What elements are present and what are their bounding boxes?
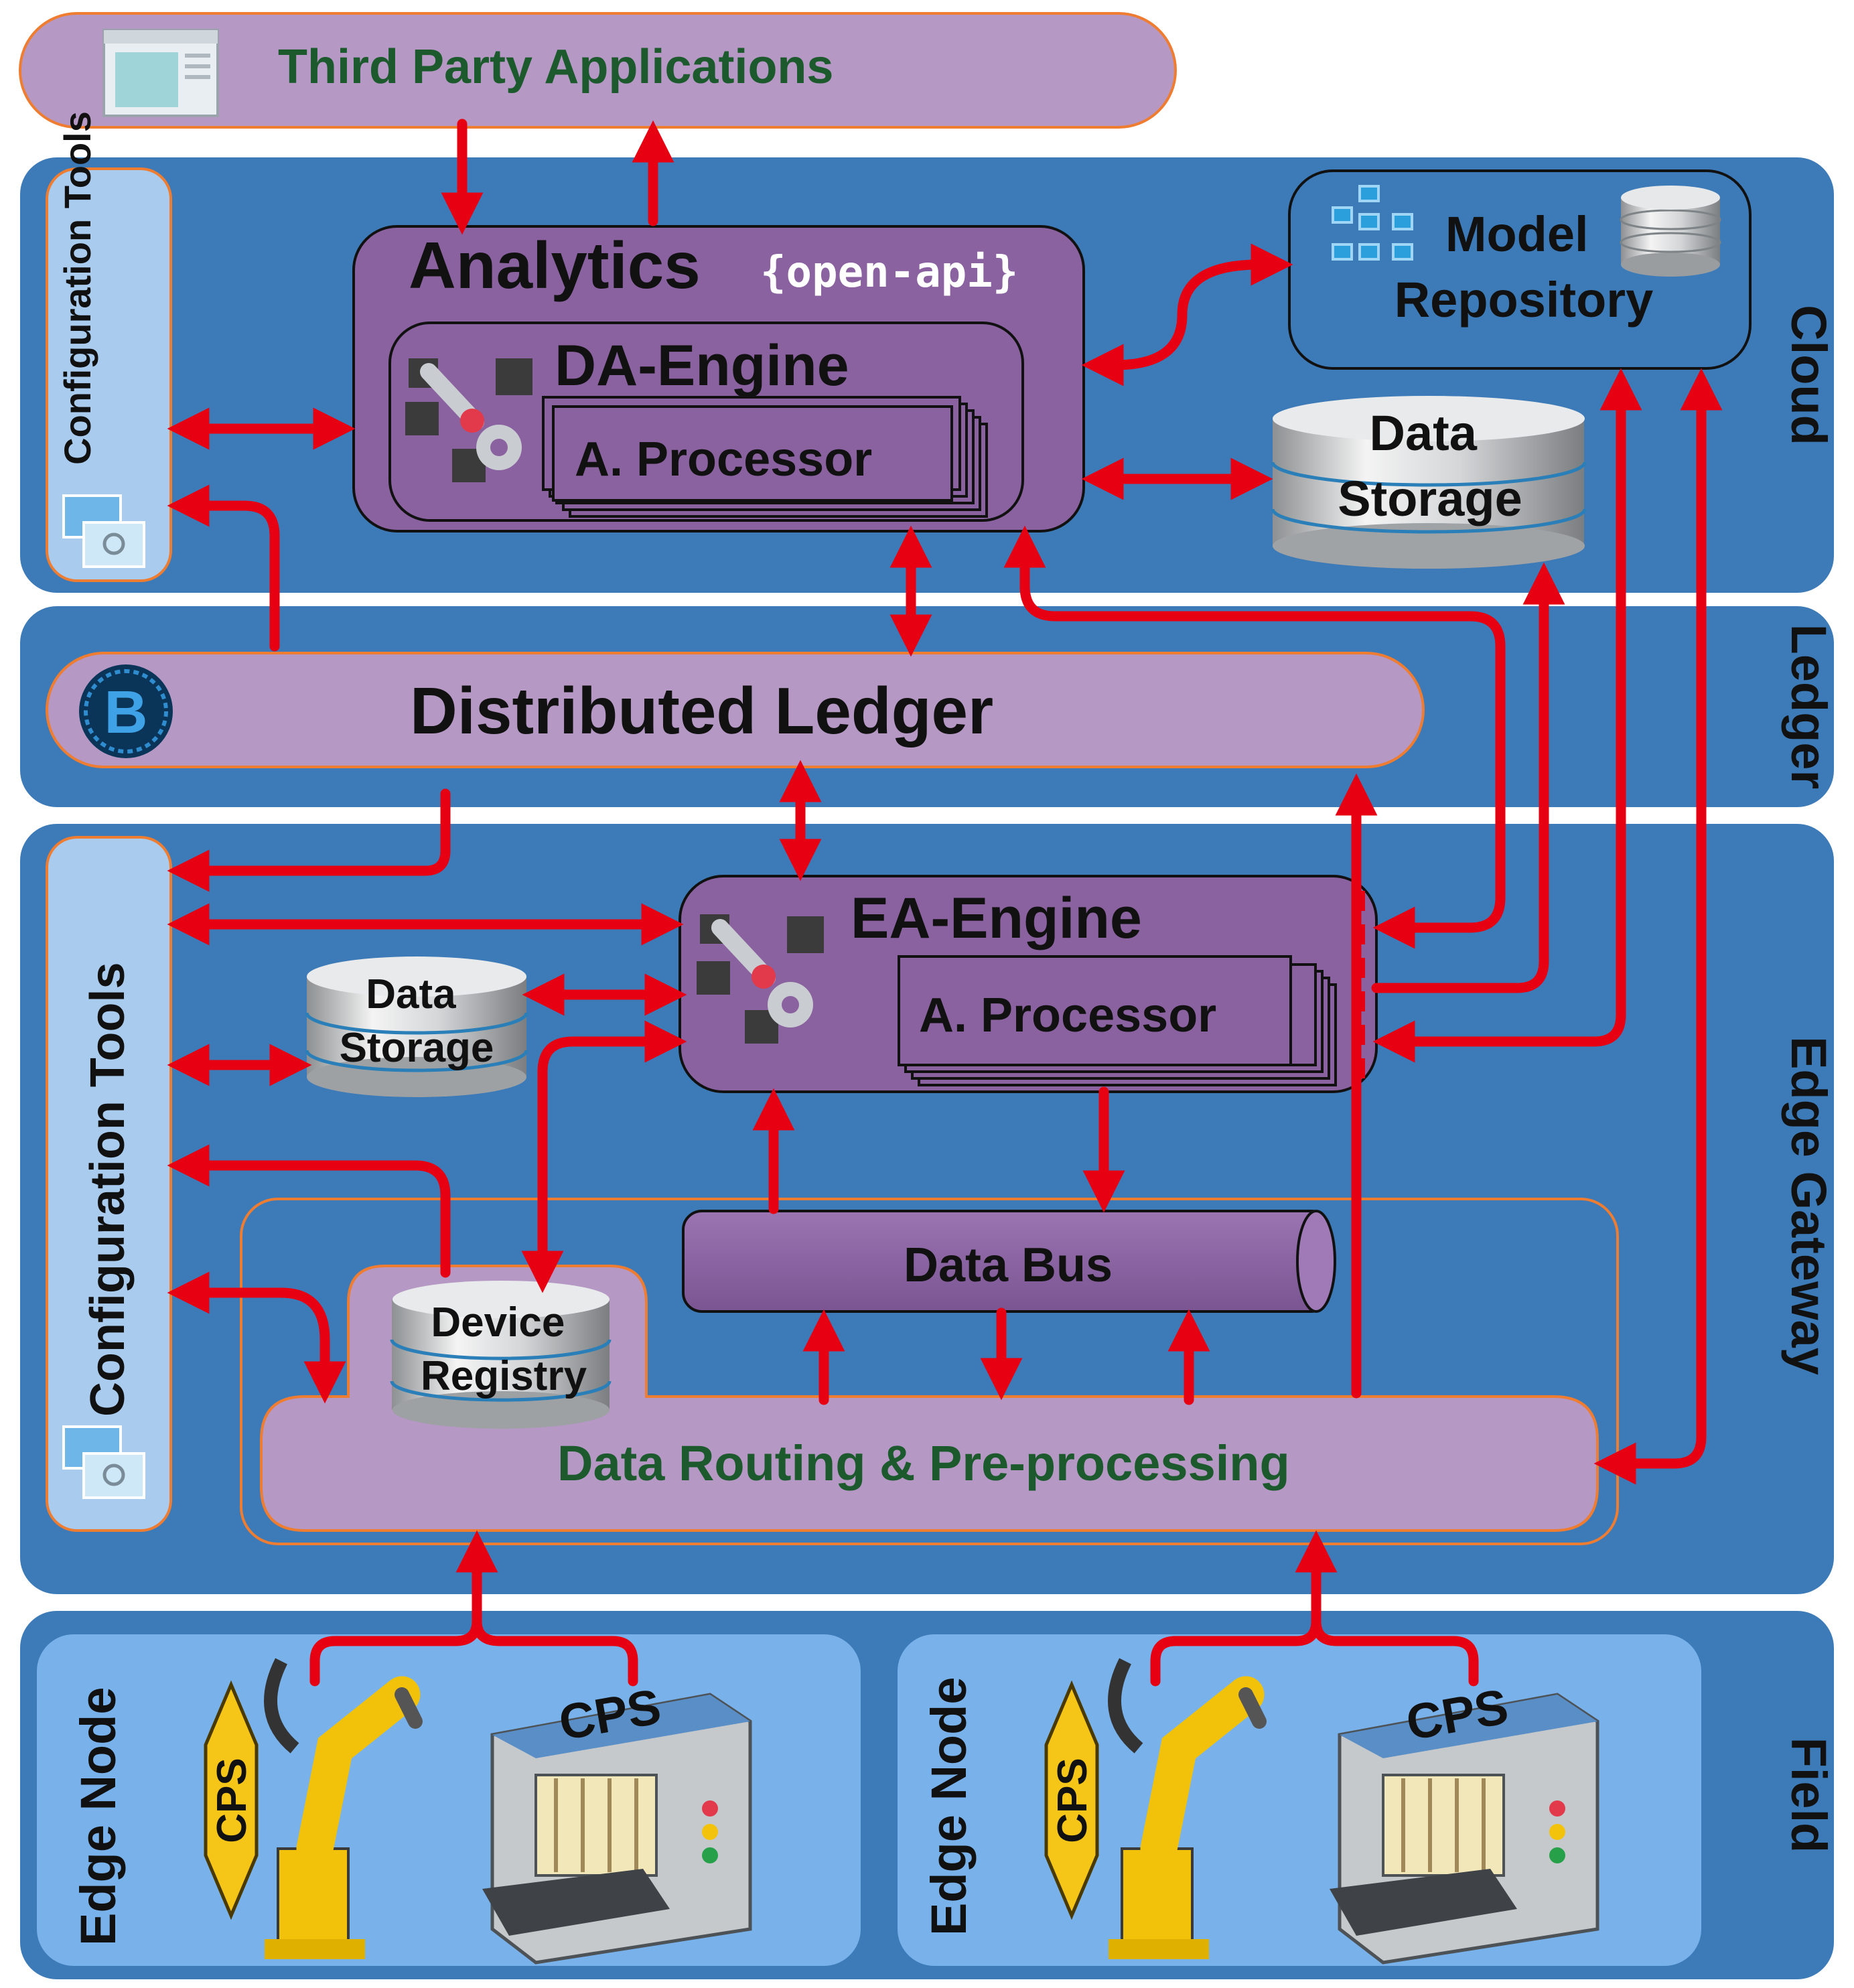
routing-label: Data Routing & Pre-processing xyxy=(557,1435,1290,1491)
robot-cps-tag-2: CPS xyxy=(1050,1758,1096,1843)
ea-engine-gear-icon xyxy=(697,914,824,1044)
ea-processor-stack: A. Processor xyxy=(898,955,1337,1086)
edge-config-tools-label: Configuration Tools xyxy=(81,962,135,1417)
model-repository-label: Model Repository xyxy=(1395,206,1654,328)
edge-config-window-icon xyxy=(62,1425,145,1499)
ea-engine-label: EA-Engine xyxy=(851,886,1142,950)
cloud-config-tools-label: Configuration Tools xyxy=(56,111,98,465)
model-repository[interactable]: Model Repository xyxy=(1288,169,1752,370)
third-party-label: Third Party Applications xyxy=(278,40,833,94)
robot-arm-icon: CPS xyxy=(204,1658,423,1959)
analytics-title: Analytics xyxy=(409,228,701,302)
da-engine-label: DA-Engine xyxy=(555,334,849,398)
processor-stack: A. Processor xyxy=(542,396,988,518)
edge-node-1[interactable]: Edge Node CPS CPS xyxy=(37,1634,861,1966)
distributed-ledger[interactable]: B Distributed Ledger xyxy=(46,652,1425,768)
da-processor-label: A. Processor xyxy=(575,433,872,486)
config-window-icon xyxy=(62,494,145,568)
edge-data-storage-label: Data Storage xyxy=(340,971,494,1071)
edge-configuration-tools[interactable]: Configuration Tools xyxy=(46,836,172,1532)
model-network-icon xyxy=(1332,185,1413,261)
robot-cps-tag: CPS xyxy=(209,1758,255,1843)
database-icon xyxy=(1620,186,1721,277)
robot-arm-icon-2: CPS xyxy=(1044,1658,1267,1959)
blockchain-logo-icon: B xyxy=(79,664,173,758)
cloud-data-storage[interactable]: Data Storage xyxy=(1271,396,1587,569)
edge-node-2-label: Edge Node xyxy=(921,1677,977,1936)
ledger-layer-label: Ledger xyxy=(1781,624,1837,790)
edge-data-storage[interactable]: Data Storage xyxy=(305,956,528,1097)
third-party-applications[interactable]: Third Party Applications xyxy=(19,12,1177,129)
edge-gateway-layer-label: Edge Gateway xyxy=(1781,1036,1837,1375)
svg-text:B: B xyxy=(104,679,148,746)
ea-engine[interactable]: EA-Engine A. Processor xyxy=(679,875,1378,1093)
connector-arrows xyxy=(167,119,1723,1687)
edge-node-1-label: Edge Node xyxy=(70,1687,126,1946)
open-api-label: {open-api} xyxy=(760,248,1018,297)
field-layer-label: Field xyxy=(1781,1737,1837,1853)
cloud-configuration-tools[interactable]: Configuration Tools xyxy=(46,111,172,582)
edge-node-2[interactable]: Edge Node CPS CPS xyxy=(898,1634,1701,1966)
engine-gear-icon xyxy=(405,358,532,482)
data-bus[interactable]: Data Bus xyxy=(682,1210,1336,1313)
da-engine[interactable]: DA-Engine A. Processor xyxy=(388,322,1024,522)
analytics-module[interactable]: Analytics {open-api} DA-Engine xyxy=(352,225,1085,532)
ea-processor-label: A. Processor xyxy=(919,989,1216,1042)
device-registry[interactable]: Device Registry xyxy=(390,1281,612,1429)
cloud-layer-label: Cloud xyxy=(1781,305,1837,445)
distributed-ledger-label: Distributed Ledger xyxy=(410,674,993,748)
cps-machine-icon-2: CPS xyxy=(1330,1679,1599,1965)
device-registry-label: Device Registry xyxy=(421,1299,587,1399)
window-icon xyxy=(102,29,219,117)
data-bus-label: Data Bus xyxy=(904,1238,1113,1292)
